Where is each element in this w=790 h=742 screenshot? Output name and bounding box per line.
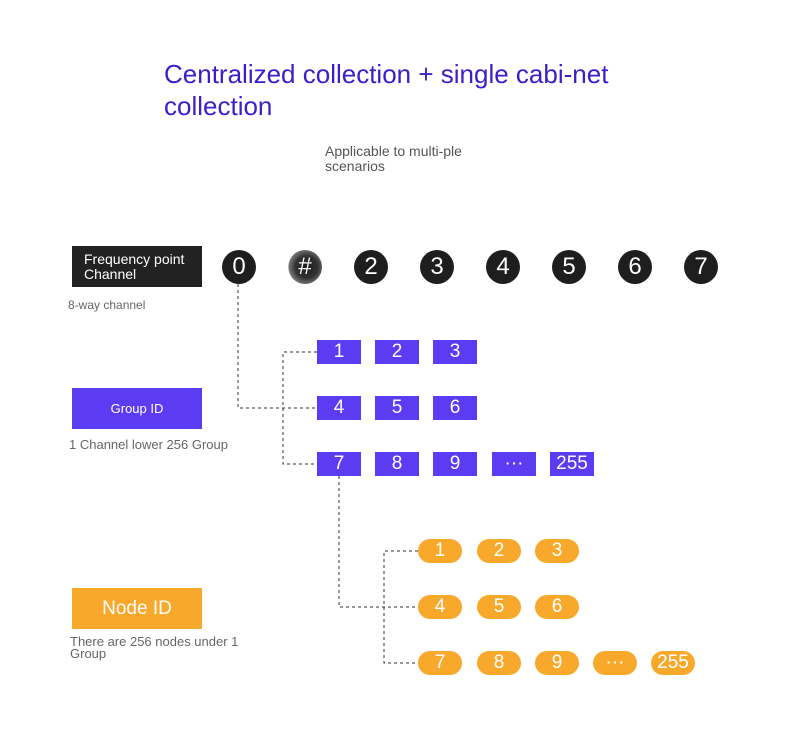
group-box: 1 [317,340,361,364]
group-box: 8 [375,452,419,476]
node-pill: 5 [477,595,521,619]
frequency-label-box: Frequency point Channel [72,246,202,287]
node-label-box: Node ID [72,588,202,629]
channel-3: 3 [420,250,454,284]
channel-1-smudged: # [288,250,322,284]
channel-7: 7 [684,250,718,284]
group-box: 2 [375,340,419,364]
node-pill: 6 [535,595,579,619]
connector-channel0-to-group [237,284,317,409]
group-box: 3 [433,340,477,364]
node-pill: 1 [418,539,462,563]
node-note: There are 256 nodes under 1 Group [70,634,239,661]
group-box-ellipsis: ··· [492,452,536,476]
page-subtitle: Applicable to multi-ple scenarios [325,143,462,174]
node-pill: 4 [418,595,462,619]
group-box: 7 [317,452,361,476]
node-pill: 8 [477,651,521,675]
node-pill: 3 [535,539,579,563]
channel-4: 4 [486,250,520,284]
group-box: 5 [375,396,419,420]
channel-2: 2 [354,250,388,284]
connector-group-bracket [282,351,317,465]
channel-6: 6 [618,250,652,284]
node-pill: 9 [535,651,579,675]
connector-group7-to-node [338,476,418,608]
group-note: 1 Channel lower 256 Group [69,437,228,452]
group-box: 9 [433,452,477,476]
page-title: Centralized collection + single cabi-net… [164,59,609,121]
connector-node-bracket [383,550,418,664]
channel-0: 0 [222,250,256,284]
channel-5: 5 [552,250,586,284]
node-pill: 2 [477,539,521,563]
group-box: 6 [433,396,477,420]
node-pill: 7 [418,651,462,675]
group-box: 4 [317,396,361,420]
frequency-note: 8-way channel [68,298,146,312]
node-pill-ellipsis: ··· [593,651,637,675]
group-box-255: 255 [550,452,594,476]
node-pill-255: 255 [651,651,695,675]
group-label-box: Group ID [72,388,202,429]
